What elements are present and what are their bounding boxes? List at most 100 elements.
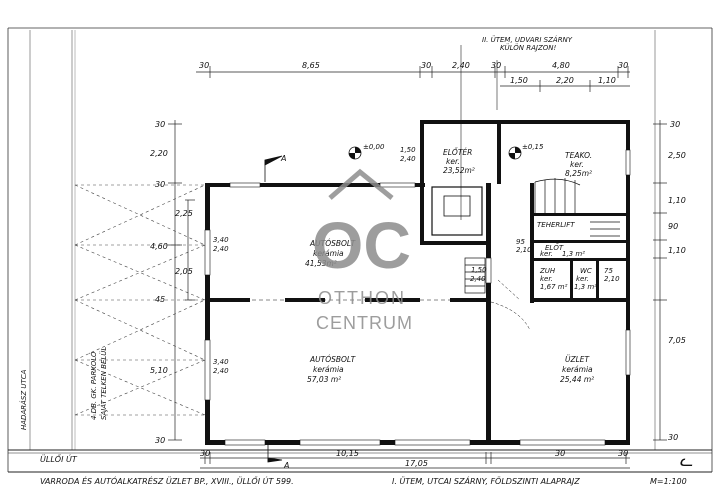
door-dim-3-a: 75 [604, 267, 613, 275]
rear-wing-walls [420, 120, 630, 445]
hall-stair-core [431, 186, 483, 236]
room-5-name: ÜZLET [565, 355, 591, 364]
right-dim-250: 2,50 [668, 151, 686, 160]
room-2-opening-b: 2,40 [213, 367, 229, 375]
staircase [534, 178, 620, 237]
bottom-dim-30-c: 30 [618, 449, 628, 458]
room-3-opening-a: 1,50 [400, 146, 416, 154]
room-2-area: 57,03 m² [307, 375, 341, 384]
room-4-name: TEAKO. [565, 151, 592, 160]
bottom-dim-1015: 10,15 [336, 449, 359, 458]
room-1-name: AUTÓSBOLT [309, 239, 357, 248]
note-separate-drawing: KÜLÖN RAJZON! [500, 43, 557, 52]
top-dimension-row-2 [500, 80, 630, 92]
small-room-zuh-area: 1,67 m² [540, 283, 568, 291]
left-windows [204, 229, 211, 401]
wall-hall-bottom [420, 241, 490, 245]
small-room-wc-name: WC [580, 267, 592, 275]
right-dim-110-a: 1,10 [668, 196, 686, 205]
bottom-windows [224, 439, 606, 446]
left-dim-460: 4,60 [150, 242, 168, 251]
section-marker-top: A [280, 154, 286, 163]
small-room-lift: TEHERLIFT [537, 221, 575, 229]
small-room-elot-area: 1,3 m² [562, 250, 585, 258]
room-4-area: 8,25m² [565, 169, 592, 178]
parking-label-2: SAJÁT TELKEN BELÜL [99, 347, 108, 420]
left-dim-220: 2,20 [150, 149, 168, 158]
room-2-opening-a: 3,40 [213, 358, 229, 366]
room-3-area: 23,52m² [443, 166, 475, 175]
entry-steps [464, 257, 486, 294]
watermark-initials: OC [312, 208, 411, 282]
door-dim-1-a: 1,50 [471, 266, 487, 274]
top-dim-480: 4,80 [552, 61, 570, 70]
title-right: I. ÜTEM, UTCAI SZÁRNY, FÖLDSZINTI ALAPRA… [392, 475, 580, 486]
room-2-floor: kerámia [313, 365, 344, 374]
top-window-2 [379, 182, 416, 188]
bottom-dim-1705: 17,05 [405, 459, 428, 468]
wall-top-left-shop [205, 183, 425, 187]
wall-hall-kitchen [497, 124, 501, 184]
room-4-floor: ker. [570, 160, 584, 169]
left-dim-510: 5,10 [150, 366, 168, 375]
door-dim-2-a: 95 [516, 238, 525, 246]
small-room-wc-area: 1,3 m² [574, 283, 597, 291]
room-1-opening-a: 3,40 [213, 236, 229, 244]
top-dim-240: 2,40 [452, 61, 470, 70]
right-dim-110-b: 1,10 [668, 246, 686, 255]
left-dim-30-a: 30 [155, 120, 165, 129]
parking-label-1: 4 DB. GK. PARKOLÓ [89, 351, 98, 420]
top-dim-30-c: 30 [491, 61, 501, 70]
top-dim-30-a: 30 [199, 61, 209, 70]
wall-hall-left [420, 185, 424, 245]
left-dim-30-b: 30 [155, 180, 165, 189]
right-windows [625, 149, 631, 376]
right-dim-705: 7,05 [668, 336, 686, 345]
left-dimension-chain [168, 120, 195, 441]
wall-left-exterior [205, 183, 210, 445]
bottom-dim-30-b: 30 [555, 449, 565, 458]
door-swing-2 [497, 279, 521, 301]
door-dim-2-b: 2,10 [516, 246, 532, 254]
small-room-wc-floor: ker. [576, 275, 589, 283]
top-dim-110: 1,10 [598, 76, 616, 85]
room-1-area: 41,53m² [305, 259, 337, 268]
room-5-area: 25,44 m² [560, 375, 594, 384]
bottom-dim-30-a: 30 [200, 449, 210, 458]
watermark-line1: OTTHON [318, 288, 406, 308]
watermark-line2: CENTRUM [316, 313, 413, 333]
door-dim-3-b: 2,10 [604, 275, 620, 283]
level-kitchen-value: ±0,15 [522, 143, 544, 151]
room-3-opening-b: 2,40 [400, 155, 416, 163]
door-shop-right [485, 257, 492, 284]
left-dim-205: 2,05 [175, 267, 193, 276]
top-dimension-row-1 [196, 66, 630, 78]
hall-stair-inner [443, 195, 471, 217]
right-dimension-chain [653, 120, 667, 441]
left-dim-30-c: 30 [155, 436, 165, 445]
hadarasz-utca-label: HADARÁSZ UTCA [19, 369, 28, 430]
watermark-logo: OC OTTHON CENTRUM [312, 168, 413, 333]
door-dim-1-b: 2,40 [470, 275, 486, 283]
level-hall-value: ±0,00 [363, 143, 385, 151]
small-room-zuh-floor: ker. [540, 275, 553, 283]
title-left: VARRODA ÉS AUTÓALKATRÉSZ ÜZLET BP., XVII… [40, 475, 294, 486]
room-3-name: ELŐTÉR [443, 148, 472, 157]
section-cut-top [264, 155, 283, 182]
note-second-phase: II. ÜTEM, UDVARI SZÁRNY [482, 35, 573, 44]
room-1-opening-b: 2,40 [213, 245, 229, 253]
top-dim-30-d: 30 [618, 61, 628, 70]
parking-area [74, 184, 206, 416]
small-room-zuh-name: ZUH [539, 267, 556, 275]
room-1-floor: kerámia [313, 249, 344, 258]
top-window [229, 182, 261, 188]
small-room-elot-name: ELŐT [545, 243, 564, 252]
room-3-floor: ker. [446, 157, 460, 166]
small-room-elot-floor: ker. [540, 250, 553, 258]
level-mark-hall [348, 146, 362, 160]
room-2-name: AUTÓSBOLT [309, 355, 357, 364]
wall-shop-right [486, 183, 491, 440]
level-mark-kitchen [508, 146, 522, 160]
right-dim-30-a: 30 [670, 120, 680, 129]
